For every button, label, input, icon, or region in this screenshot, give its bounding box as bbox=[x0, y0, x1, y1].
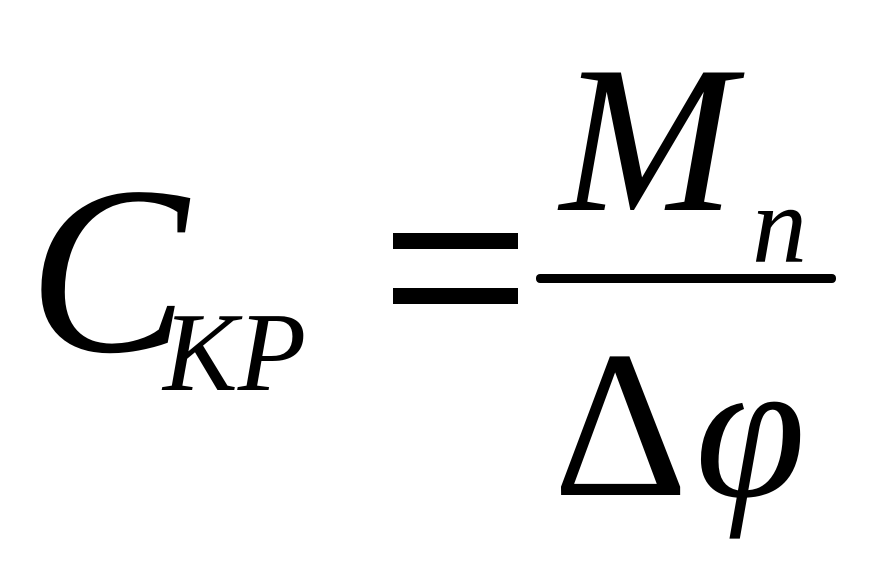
formula-subscript-kp: KP bbox=[163, 291, 307, 415]
formula-symbol-c: C bbox=[28, 137, 189, 403]
numerator-symbol-m: M bbox=[560, 24, 735, 256]
denominator-symbol-phi: φ bbox=[695, 319, 806, 540]
equals-bar-bottom bbox=[393, 288, 518, 304]
fraction-line bbox=[536, 274, 836, 283]
numerator-subscript-n: n bbox=[752, 164, 807, 286]
denominator-delta: Δ bbox=[553, 309, 689, 541]
equals-bar-top bbox=[393, 233, 518, 249]
